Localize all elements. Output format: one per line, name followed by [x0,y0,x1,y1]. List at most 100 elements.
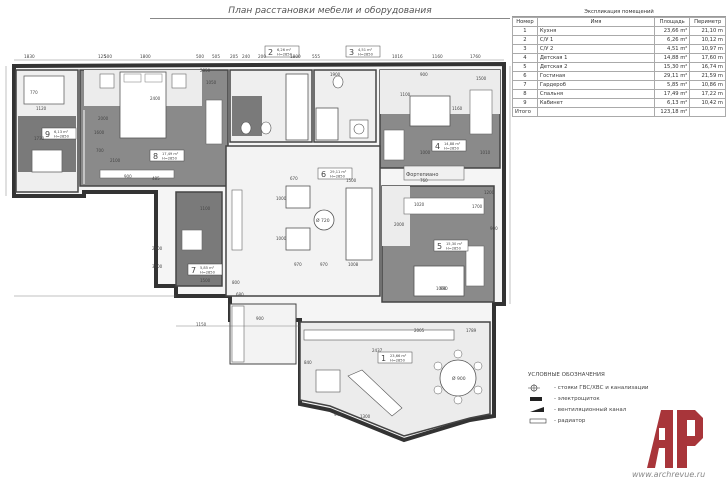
room-number: 1 [381,354,386,363]
bedroom-tv-stand [99,169,175,179]
dimension-label: 2400 [150,96,161,101]
row-area: 6,13 m² [654,98,691,108]
dimension-label: 900 [256,316,264,321]
dimension-label: 2850 [200,68,211,73]
shower [315,107,339,141]
sofa [345,187,373,261]
wardrobe-bedroom [205,99,223,145]
room-label: 1 23,66 m²H=2850 [377,351,413,364]
dimension-label: 1000 [276,196,287,201]
dimension-label: 2000 [394,222,405,227]
dimension-label: 1020 [414,202,425,207]
dimension-label: 1700 [472,204,483,209]
fireplace-label: Фортепиано [406,172,438,178]
dimension-label: 205 [230,54,238,59]
radiator-icon [529,418,547,423]
room-area: 23,66 m² [390,354,407,358]
dimension-label: 1730 [34,136,45,141]
kids-wardrobe-2 [403,197,485,215]
dining-table-diameter: Ø 900 [452,375,466,382]
row-area: 29,11 m² [654,71,691,81]
bed-pillow [123,73,142,83]
row-number: 3 [512,44,538,54]
room-height: H=2850 [446,247,462,251]
dimension-label: 1160 [432,54,443,59]
room-number: 9 [45,130,50,139]
col-perimeter: Периметр [689,17,726,27]
explication-table: Экспликация помещений Номер Имя Площадь … [512,8,726,117]
dimension-label: 1000 [276,236,287,241]
row-number: 1 [512,26,538,36]
dimension-label: 1160 [452,106,463,111]
room-area: 4,51 m² [358,48,373,52]
dimension-label: 500 [196,54,204,59]
room-height: H=2850 [54,135,70,139]
legend-item-electric: - электрощиток [528,393,649,404]
dimension-label: 840 [304,360,312,365]
explication-total: Итого 123,18 m² [512,107,726,117]
dimension-label: 1760 [470,54,481,59]
dimension-label: 505 [212,54,220,59]
dimension-label: 1200 [484,190,495,195]
room-height: H=2850 [390,359,406,363]
bed [119,71,167,139]
room-area: 5,85 m² [200,266,215,270]
coffee-table [313,209,335,231]
piano [403,165,465,181]
dimension-label: 1000 [420,150,431,155]
vent-icon [530,406,544,412]
row-perimeter: 10,42 m [689,98,726,108]
total-label: Итого [512,107,538,117]
hallway-wardrobe [231,305,245,363]
nightstand [171,73,187,89]
dimension-label: 1100 [400,92,411,97]
room-number: 2 [268,48,273,57]
dimension-label: 1100 [200,206,211,211]
row-perimeter: 16,74 m [689,62,726,72]
total-value: 123,18 m² [654,107,691,117]
kitchen-counter [303,329,455,341]
dimension-label: 1050 [206,80,217,85]
col-area: Площадь [654,17,691,27]
legend-heading: УСЛОВНЫЕ ОБОЗНАЧЕНИЯ [528,372,605,378]
explication-caption: Экспликация помещений [512,8,726,17]
row-number: 7 [512,80,538,90]
dimension-label: 1010 [480,150,491,155]
riser-icon [528,383,540,392]
row-perimeter: 10,12 m [689,35,726,45]
dimension-label: 1830 [24,54,35,59]
room-number: 3 [349,48,354,57]
row-number: 4 [512,53,538,63]
plan-title: План расстановки мебели и оборудования [150,6,510,19]
dimension-label: 1789 [466,328,477,333]
row-name: С/У 2 [536,44,656,54]
dimension-label: 1900 [330,72,341,77]
dimension-label: 1800 [290,54,301,59]
dimension-label: 770 [30,90,38,95]
room-height: H=2850 [330,175,346,179]
dimension-label: 900 [420,72,428,77]
legend-text: - радиатор [554,417,586,424]
nightstand [99,73,115,89]
dimension-label: 940 [334,412,342,417]
dimension-label: 800 [232,280,240,285]
study-armchair [31,149,63,173]
dimension-label: 1150 [196,322,207,327]
dimension-label: 555 [312,54,320,59]
site-url[interactable]: www.archrevue.ru [632,470,706,479]
legend-text: - электрощиток [554,395,600,402]
dimension-label: 670 [290,176,298,181]
legend-text: - вентиляционный канал [554,406,627,413]
explication-header: Номер Имя Площадь Периметр [512,17,726,27]
row-number: 8 [512,89,538,99]
kids-bed-1 [409,95,451,127]
study-desk [23,75,65,105]
electric-panel-icon [530,396,542,401]
